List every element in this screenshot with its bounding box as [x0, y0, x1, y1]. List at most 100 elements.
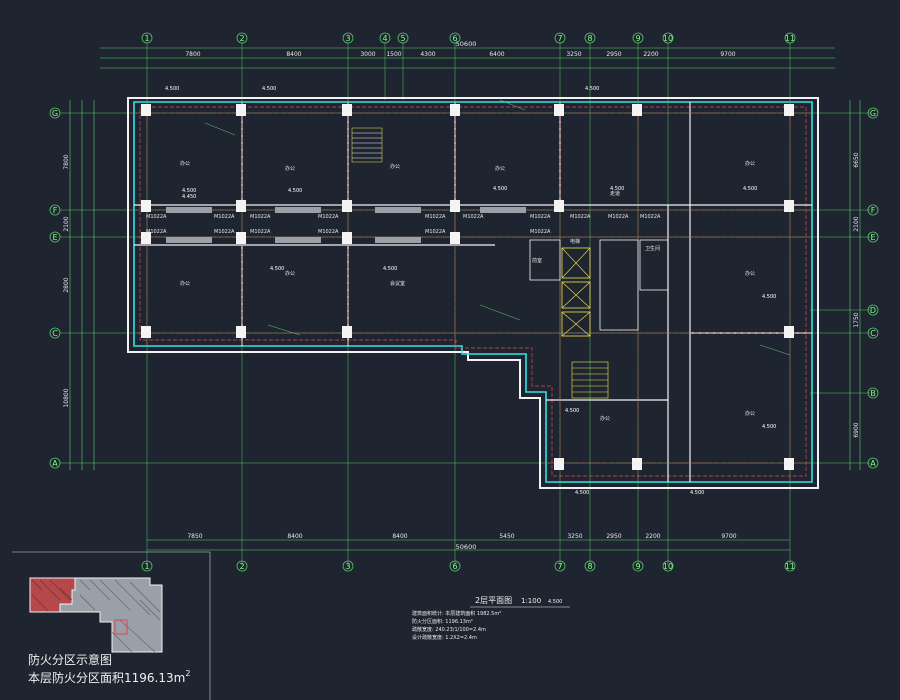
- door-tag: M1022A: [318, 214, 339, 220]
- room-label: 办公: [745, 410, 755, 417]
- fire-zone-diagram: [29, 577, 163, 653]
- room-label: 走道: [610, 190, 620, 197]
- room-label: 办公: [180, 280, 190, 287]
- grid-bubble-D-right: D: [867, 304, 879, 316]
- top-dimension-chain: 50600 7800 8400 3000 1500 4300 6400 3250…: [100, 40, 835, 69]
- dim-bottom-2: 8400: [287, 533, 302, 540]
- dim-bottom-4: 5450: [499, 533, 514, 540]
- dim-right-4: 6900: [853, 422, 860, 437]
- grid-label: E: [52, 233, 57, 242]
- door-tag: M1022A: [250, 229, 271, 235]
- room-label: 办公: [745, 160, 755, 167]
- note-line: 设计疏散宽度: 1.2X2=2.4m: [412, 634, 477, 641]
- door-tag: M1022A: [250, 214, 271, 220]
- room-label: 办公: [180, 160, 190, 167]
- partition-panels: [166, 207, 526, 243]
- grid-bubble-4-top: 4: [379, 32, 391, 44]
- bottom-total-dimension: 50600: [456, 543, 477, 551]
- dim-bottom-1: 7850: [187, 533, 202, 540]
- dim-right-3: 1750: [853, 312, 860, 327]
- elevation-tag: 4.500: [762, 294, 776, 300]
- dim-right-2: 2100: [853, 216, 860, 231]
- elevation-tag: 4.500: [493, 186, 507, 192]
- dim-top-7: 3250: [566, 51, 581, 58]
- elevation-tag: 4.500: [575, 490, 589, 496]
- dim-top-8: 2950: [606, 51, 621, 58]
- grid-bubble-F-right: F: [867, 204, 879, 216]
- legend-area-value: 1196.13: [124, 671, 174, 685]
- legend-area-prefix: 本层防火分区面积: [28, 670, 124, 685]
- elevation-tag: 4.500: [288, 188, 302, 194]
- grid-label: 3: [345, 562, 350, 571]
- room-label: 卫生间: [645, 245, 660, 252]
- grid-bubble-10-top: 10: [662, 32, 674, 44]
- column-grid-lines: [146, 42, 791, 565]
- elevation-tag: 4.500: [262, 86, 276, 92]
- grid-label: 10: [663, 34, 673, 43]
- elevation-tag: 4.500: [383, 266, 397, 272]
- left-grid-bubbles: G F E C A: [49, 107, 61, 469]
- grid-label: 3: [345, 34, 350, 43]
- grid-label: 7: [557, 562, 562, 571]
- dim-top-9: 2200: [643, 51, 658, 58]
- grid-label: 10: [663, 562, 673, 571]
- grid-label: A: [870, 459, 876, 468]
- stair-north: [351, 127, 383, 163]
- note-line: 防火分区面积: 1196.13m²: [412, 618, 473, 625]
- grid-label: 9: [635, 562, 640, 571]
- building-outline: [127, 97, 819, 489]
- room-label: 办公: [600, 415, 610, 422]
- elevator-core: [529, 239, 669, 337]
- door-tag: M1022A: [608, 214, 629, 220]
- room-label: 电梯: [570, 238, 580, 245]
- grid-label: 11: [785, 34, 795, 43]
- room-labels: 办公 办公 办公 办公 会议室 办公 办公 办公 办公 走道 前室 电梯 办公 …: [180, 160, 755, 422]
- top-total-dimension: 50600: [456, 40, 477, 48]
- dim-bottom-7: 2200: [645, 533, 660, 540]
- dim-bottom-6: 2950: [606, 533, 621, 540]
- grid-label: F: [871, 206, 876, 215]
- grid-bubble-G-right: G: [867, 107, 879, 119]
- grid-bubble-9-top: 9: [632, 32, 644, 44]
- structural-columns: [141, 104, 794, 470]
- room-label: 会议室: [390, 280, 405, 287]
- dim-top-1: 7800: [185, 51, 200, 58]
- grid-label: 8: [587, 34, 592, 43]
- grid-label: F: [53, 206, 58, 215]
- grid-bubble-1-top: 1: [141, 32, 153, 44]
- elevation-tag: 4.500: [762, 424, 776, 430]
- sheet-title-elevation: 4.500: [548, 599, 562, 605]
- sheet-title-main: 2层平面图: [475, 596, 512, 605]
- elevation-tag: 4.500: [610, 186, 624, 192]
- grid-label: 2: [239, 562, 244, 571]
- door-labels: M1022A M1022A M1022A M1022A M1022A M1022…: [146, 214, 661, 235]
- bottom-grid-bubbles: 1 2 3 6 7 8 9 10 11: [141, 560, 796, 572]
- dim-bottom-3: 8400: [392, 533, 407, 540]
- grid-bubble-B-right: B: [867, 387, 879, 399]
- dim-left-1: 7800: [63, 154, 70, 169]
- door-tag: M1022A: [318, 229, 339, 235]
- grid-label: 1: [144, 34, 149, 43]
- room-label: 前室: [532, 257, 542, 264]
- elevation-tag: 4.500: [690, 490, 704, 496]
- elevation-tag: 4.500: [165, 86, 179, 92]
- dim-top-10: 9700: [720, 51, 735, 58]
- design-notes: 建筑面积统计: 本层建筑面积 1982.5m² 防火分区面积: 1196.13m…: [412, 610, 501, 641]
- grid-label: 8: [587, 562, 592, 571]
- room-label: 办公: [745, 270, 755, 277]
- door-tag: M1022A: [570, 214, 591, 220]
- room-label: 办公: [390, 163, 400, 170]
- door-tag: M1022A: [463, 214, 484, 220]
- grid-label: A: [52, 459, 58, 468]
- dim-bottom-5: 3250: [567, 533, 582, 540]
- door-tag: M1022A: [425, 229, 446, 235]
- dim-left-4: 10800: [63, 388, 70, 407]
- grid-label: G: [870, 109, 876, 118]
- left-dimension-chain: 7800 2100 2800 10800: [63, 100, 95, 470]
- grid-label: 9: [635, 34, 640, 43]
- grid-bubble-6-top: 6: [449, 32, 461, 44]
- door-tag: M1022A: [425, 214, 446, 220]
- grid-bubble-A-left: A: [49, 457, 61, 469]
- grid-label: 7: [557, 34, 562, 43]
